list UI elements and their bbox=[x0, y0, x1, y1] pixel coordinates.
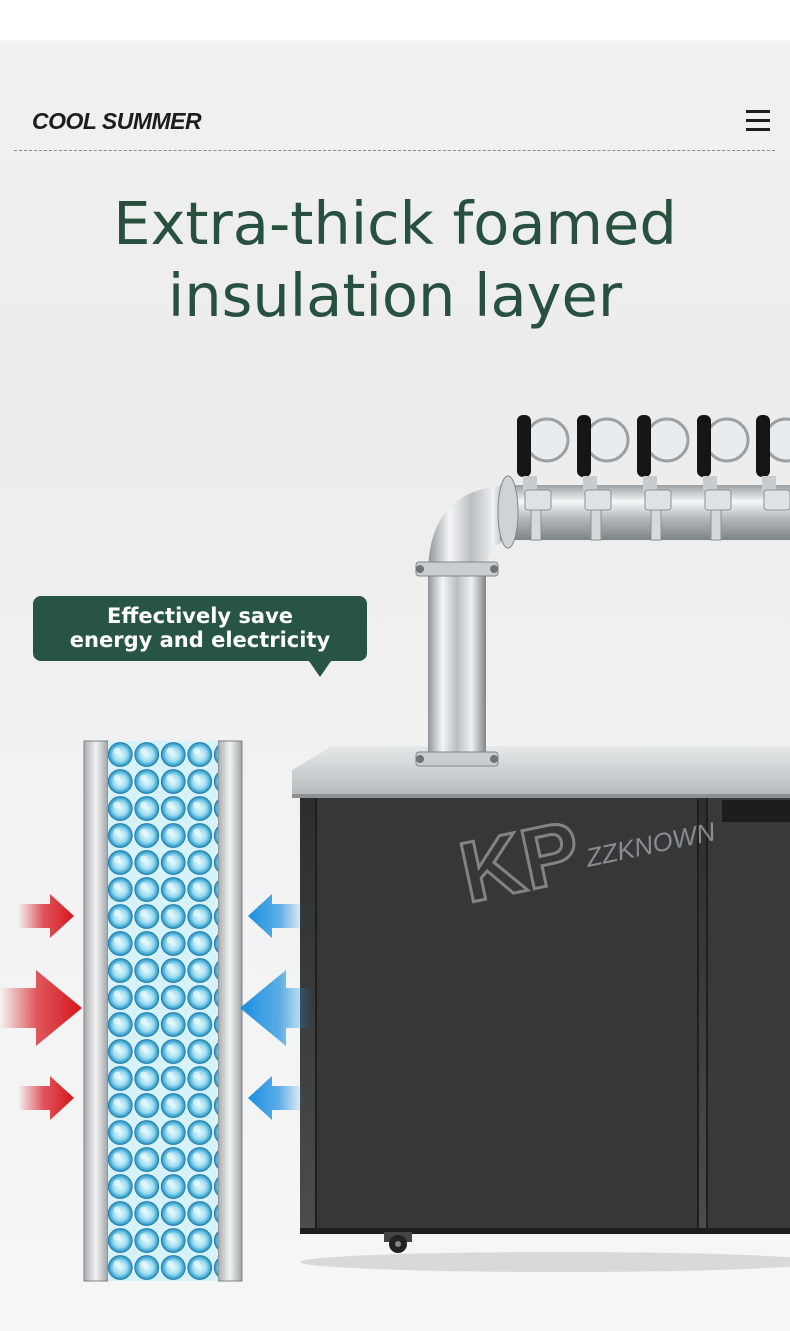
title-line-2: insulation layer bbox=[167, 261, 623, 330]
door-handle bbox=[722, 800, 790, 822]
floor-shadow bbox=[300, 1252, 790, 1272]
title-line-1: Extra-thick foamed bbox=[113, 189, 677, 258]
beer-tap-icon bbox=[637, 415, 690, 541]
heat-arrow-icon bbox=[0, 894, 82, 1120]
beer-tap-icon bbox=[517, 415, 570, 541]
cabinet-door-left bbox=[315, 796, 699, 1230]
refrigerator-cabinet bbox=[292, 746, 790, 1253]
brand-logo[interactable]: COOL SUMMER bbox=[32, 108, 202, 134]
cold-arrow-icon bbox=[240, 894, 312, 1120]
beer-tap-icon bbox=[697, 415, 750, 541]
menu-icon[interactable] bbox=[746, 109, 770, 133]
foam-cells bbox=[108, 741, 218, 1281]
caster-wheel-icon bbox=[384, 1232, 412, 1253]
beer-tower bbox=[415, 475, 790, 767]
cabinet-door-right bbox=[706, 796, 790, 1230]
callout-line-2: energy and electricity bbox=[69, 628, 331, 652]
callout-line-1: Effectively save bbox=[106, 604, 294, 628]
insulation-layer-diagram bbox=[83, 740, 243, 1282]
beer-taps bbox=[517, 415, 790, 541]
page-title: Extra-thick foamed insulation layer bbox=[0, 188, 790, 332]
countertop bbox=[292, 746, 790, 796]
site-header: COOL SUMMER bbox=[14, 96, 775, 151]
beer-tap-icon bbox=[756, 415, 790, 511]
outer-wall-right bbox=[217, 740, 243, 1282]
energy-saving-callout: Effectively save energy and electricity bbox=[33, 596, 367, 677]
beer-tap-icon bbox=[577, 415, 630, 541]
outer-wall-left bbox=[83, 740, 109, 1282]
